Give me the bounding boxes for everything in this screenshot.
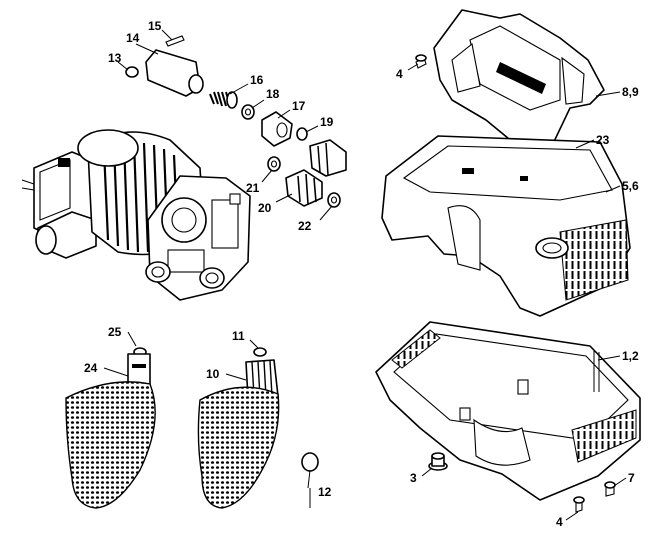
filter-left [65,347,156,509]
clip-ring [301,452,319,472]
callout-4-top: 4 [396,67,403,81]
base-tray [375,321,641,501]
callout-24: 24 [84,361,98,375]
callout-16: 16 [250,73,264,87]
callout-11: 11 [232,329,245,343]
callout-7: 7 [628,471,635,485]
callout-22: 22 [298,219,312,233]
callout-17: 17 [292,99,306,113]
callout-18: 18 [266,87,280,101]
callout-21: 21 [246,181,260,195]
callout-13: 13 [108,51,122,65]
main-housing [381,135,631,317]
callout-1-2: 1,2 [622,349,639,363]
screw-top [415,54,427,69]
fittings-group [125,35,347,208]
callout-23: 23 [596,133,610,147]
callout-3: 3 [410,471,417,485]
filter-right [197,347,280,509]
callout-12: 12 [318,485,332,499]
screw-7 [604,481,616,497]
rubber-foot [428,452,448,471]
screw-bottom [573,496,585,513]
callout-25: 25 [108,325,122,339]
motor-pump-assembly [21,129,251,301]
top-cover [433,9,605,151]
leader-lines [103,29,627,521]
callout-4-bottom: 4 [556,515,563,529]
callout-10: 10 [206,367,220,381]
callout-8-9: 8,9 [622,85,639,99]
callout-15: 15 [148,19,162,33]
callout-5-6: 5,6 [622,179,639,193]
callout-20: 20 [258,201,272,215]
callout-19: 19 [320,115,334,129]
callout-14: 14 [126,31,140,45]
